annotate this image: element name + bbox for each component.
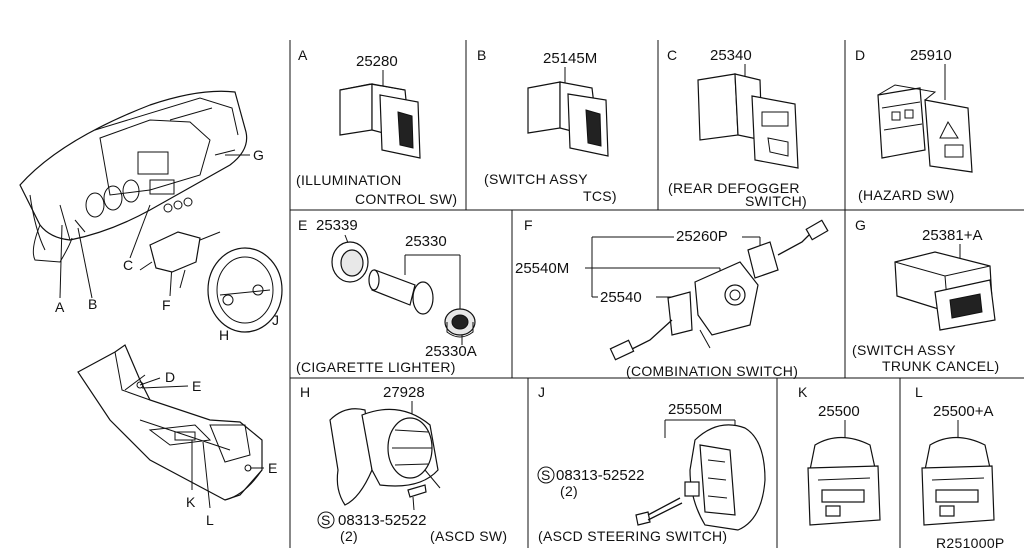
callout-a: A (55, 299, 65, 315)
panel-f-part-2: 25540M (515, 260, 569, 277)
panel-k: K 25500 (798, 384, 881, 526)
panel-k-letter: K (798, 384, 808, 400)
panel-j-screw-symbol: S (541, 467, 550, 483)
panel-g-part: 25381+A (922, 227, 982, 244)
dashboard-callout-labels: A B C F G H J (55, 147, 279, 343)
console-overview (77, 344, 264, 509)
hazard-switch-drawing (877, 84, 973, 173)
reference-code: R251000P (936, 535, 1005, 551)
panel-a-caption-1: (ILLUMINATION (296, 172, 402, 188)
panel-h-screw-symbol: S (321, 512, 330, 528)
callout-g: G (253, 147, 264, 163)
tcs-switch-drawing (527, 81, 609, 157)
panel-j-caption-1: (ASCD STEERING SWITCH) (538, 528, 727, 544)
panel-d-caption-1: (HAZARD SW) (858, 187, 955, 203)
panel-a-letter: A (298, 47, 308, 63)
panel-c-letter: C (667, 47, 677, 63)
panel-h-part: 27928 (383, 384, 425, 401)
panel-e-caption-1: (CIGARETTE LIGHTER) (296, 359, 456, 375)
steering-overview (139, 231, 283, 333)
panel-c: C 25340 (REAR DEFOGGER SWITCH) (667, 47, 807, 209)
panel-b-caption-1: (SWITCH ASSY (484, 171, 588, 187)
window-switch-k-drawing (807, 436, 881, 526)
cigarette-lighter-drawing (331, 241, 476, 338)
panel-f-letter: F (524, 217, 533, 233)
window-switch-l-drawing (921, 436, 995, 526)
panel-g-caption-1: (SWITCH ASSY (852, 342, 956, 358)
panel-d: D 25910 (HAZARD SW) (855, 47, 973, 203)
panel-c-part: 25340 (710, 47, 752, 64)
callout-k: K (186, 494, 196, 510)
panel-b-part: 25145M (543, 50, 597, 67)
panel-f-caption-1: (COMBINATION SWITCH) (626, 363, 798, 379)
callout-h: H (219, 327, 229, 343)
panel-e-part-3: 25330A (425, 343, 477, 360)
panel-c-caption-2: SWITCH) (745, 193, 807, 209)
panel-j-screw-callout: S 08313-52522 (2) (537, 466, 644, 499)
panel-h-letter: H (300, 384, 310, 400)
panel-d-part: 25910 (910, 47, 952, 64)
panel-b-caption-2: TCS) (583, 188, 617, 204)
panel-c-caption-1: (REAR DEFOGGER (668, 180, 800, 196)
panel-a-caption-2: CONTROL SW) (355, 191, 457, 207)
panel-e: E 25339 25330 25330A (CIGARETTE LIGHTER) (296, 217, 477, 375)
panel-g-letter: G (855, 217, 866, 233)
panel-a: A 25280 (ILLUMINATION CONTROL SW) (296, 47, 457, 207)
panel-e-letter: E (298, 217, 307, 233)
callout-b: B (88, 296, 97, 312)
rear-defogger-switch-drawing (697, 73, 799, 169)
panel-d-letter: D (855, 47, 865, 63)
panel-g: G 25381+A (SWITCH ASSY TRUNK CANCEL) (852, 217, 999, 374)
trunk-cancel-switch-drawing (894, 251, 996, 331)
ascd-switch-drawing (329, 408, 441, 511)
callout-f: F (162, 297, 171, 313)
panel-f-part-3: 25540 (600, 289, 642, 306)
console-callout-labels: D E E K L (165, 369, 277, 528)
combination-switch-drawing (609, 219, 829, 361)
panel-h-caption-1: (ASCD SW) (430, 528, 507, 544)
panel-h-screw-callout: S 08313-52522 (2) (317, 511, 426, 544)
panel-j: J 25550M S 08313-52522 (2) (ASCD STEERIN… (537, 384, 766, 544)
panel-h: H 27928 S 08313-52522 (2) (ASCD SW) (300, 384, 507, 544)
callout-l: L (206, 512, 214, 528)
panel-j-screw-part: 08313-52522 (556, 467, 644, 484)
panel-g-caption-2: TRUNK CANCEL) (882, 358, 999, 374)
callout-e: E (192, 378, 201, 394)
callout-c: C (123, 257, 133, 273)
panel-l-part: 25500+A (933, 403, 993, 420)
callout-j: J (272, 312, 279, 328)
panel-grid (289, 40, 1024, 548)
panel-l: L 25500+A (915, 384, 995, 526)
panel-l-letter: L (915, 384, 923, 400)
panel-e-part-1: 25339 (316, 217, 358, 234)
panel-j-part: 25550M (668, 401, 722, 418)
panel-j-screw-drawing (635, 497, 683, 526)
panel-e-part-2: 25330 (405, 233, 447, 250)
ascd-steering-switch-drawing (684, 424, 766, 531)
panel-h-screw-qty: (2) (340, 528, 358, 544)
callout-d: D (165, 369, 175, 385)
panel-a-part: 25280 (356, 53, 398, 70)
panel-j-letter: J (538, 384, 545, 400)
illumination-switch-drawing (339, 83, 421, 159)
callout-e-rear: E (268, 460, 277, 476)
panel-f: F 25260P 25540M 25540 (COMBINATION SWITC… (515, 217, 829, 379)
panel-h-screw-part: 08313-52522 (338, 512, 426, 529)
panel-b-letter: B (477, 47, 486, 63)
panel-k-part: 25500 (818, 403, 860, 420)
panel-b: B 25145M (SWITCH ASSY TCS) (477, 47, 617, 204)
panel-f-part-1: 25260P (676, 228, 728, 245)
panel-j-screw-qty: (2) (560, 483, 578, 499)
